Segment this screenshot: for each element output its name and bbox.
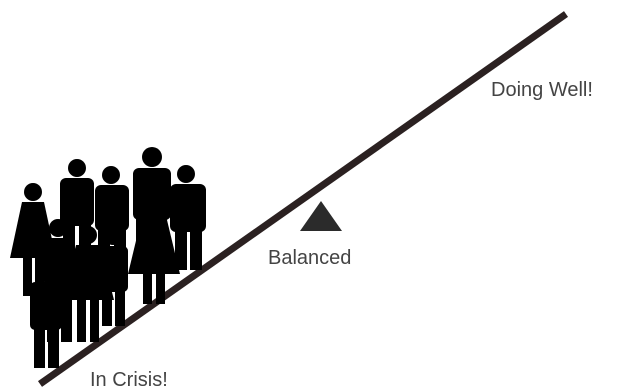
fulcrum-triangle-icon	[300, 201, 342, 231]
person-figure	[170, 165, 206, 270]
doing-well-label: Doing Well!	[491, 79, 593, 101]
seesaw-beam	[37, 11, 569, 387]
person-figure	[30, 262, 62, 368]
people-crowd-icon	[10, 147, 206, 368]
person-figure	[100, 227, 128, 326]
person-figure	[128, 200, 180, 304]
in-crisis-label: In Crisis!	[90, 369, 168, 388]
balanced-label: Balanced	[268, 247, 352, 269]
